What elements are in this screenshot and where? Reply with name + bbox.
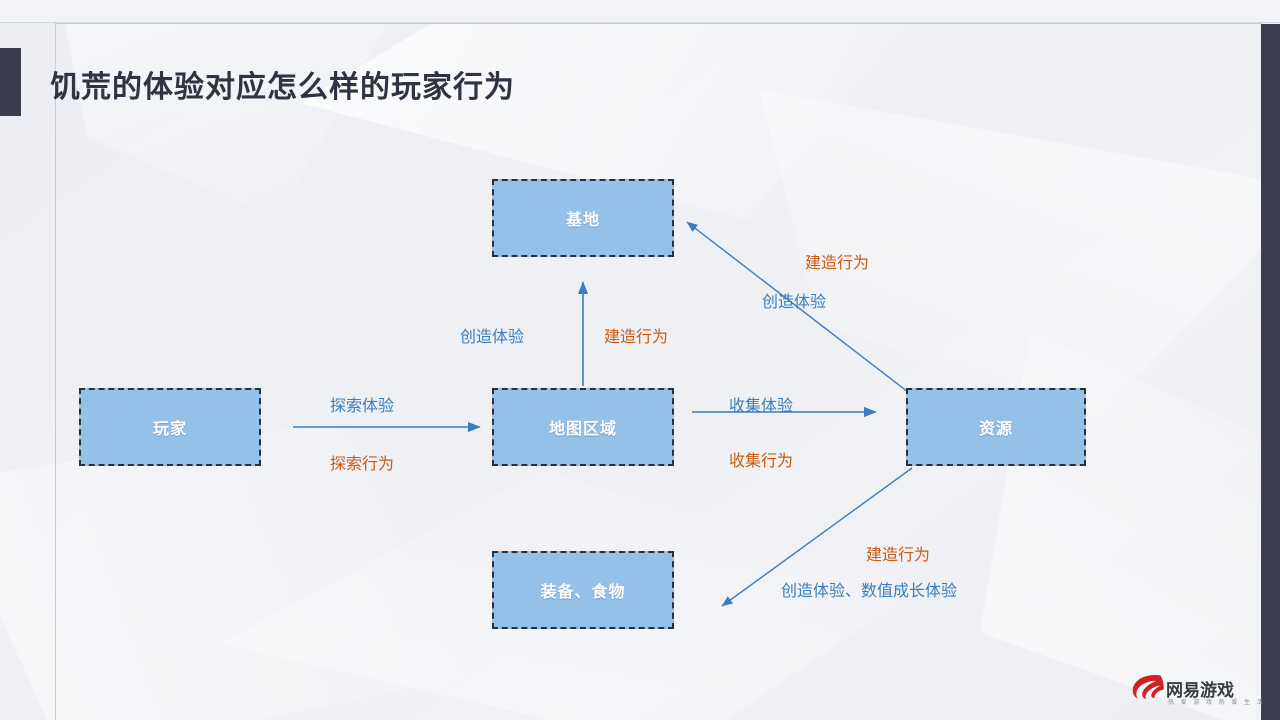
accent-bar-left [0,48,21,116]
edge-label-explore-action: 探索行为 [330,456,395,473]
edge-label-build-action-vertical: 建造行为 [604,329,669,346]
node-player[interactable]: 玩家 [79,388,261,466]
node-resource-label: 资源 [978,421,1013,438]
edge-label-build-action-bottom-right: 建造行为 [866,547,931,564]
page-title: 饥荒的体验对应怎么样的玩家行为 [50,71,515,104]
top-bar [0,0,1280,23]
node-resource[interactable]: 资源 [906,388,1086,466]
node-equipment-label: 装备、食物 [540,584,626,601]
node-equipment[interactable]: 装备、食物 [492,551,674,629]
node-base[interactable]: 基地 [492,179,674,257]
node-map-area[interactable]: 地图区域 [492,388,674,466]
edge-label-create-experience-vertical: 创造体验 [460,329,525,346]
netease-games-logo: 网易游戏 热 爱 游 戏 热 爱 生 活 [1130,672,1263,712]
edge-label-explore-experience: 探索体验 [330,398,395,415]
node-map-area-label: 地图区域 [548,421,617,438]
node-player-label: 玩家 [152,421,187,438]
node-base-label: 基地 [565,212,600,229]
frame-line-left [55,23,56,720]
edge-label-create-experience-bottom-right: 创造体验、数值成长体验 [781,583,958,600]
accent-bar-right [1261,24,1280,720]
frame-line-top [55,23,1262,24]
logo-name: 网易游戏 [1166,681,1234,700]
logo-tagline: 热 爱 游 戏 热 爱 生 活 [1168,700,1266,706]
edge-label-collect-action: 收集行为 [729,453,794,470]
netease-feather-icon [1132,675,1164,699]
edge-label-create-experience-upper-right: 创造体验 [762,294,827,311]
edge-label-build-action-upper-right: 建造行为 [805,255,870,272]
edge-label-collect-experience: 收集体验 [729,398,794,415]
